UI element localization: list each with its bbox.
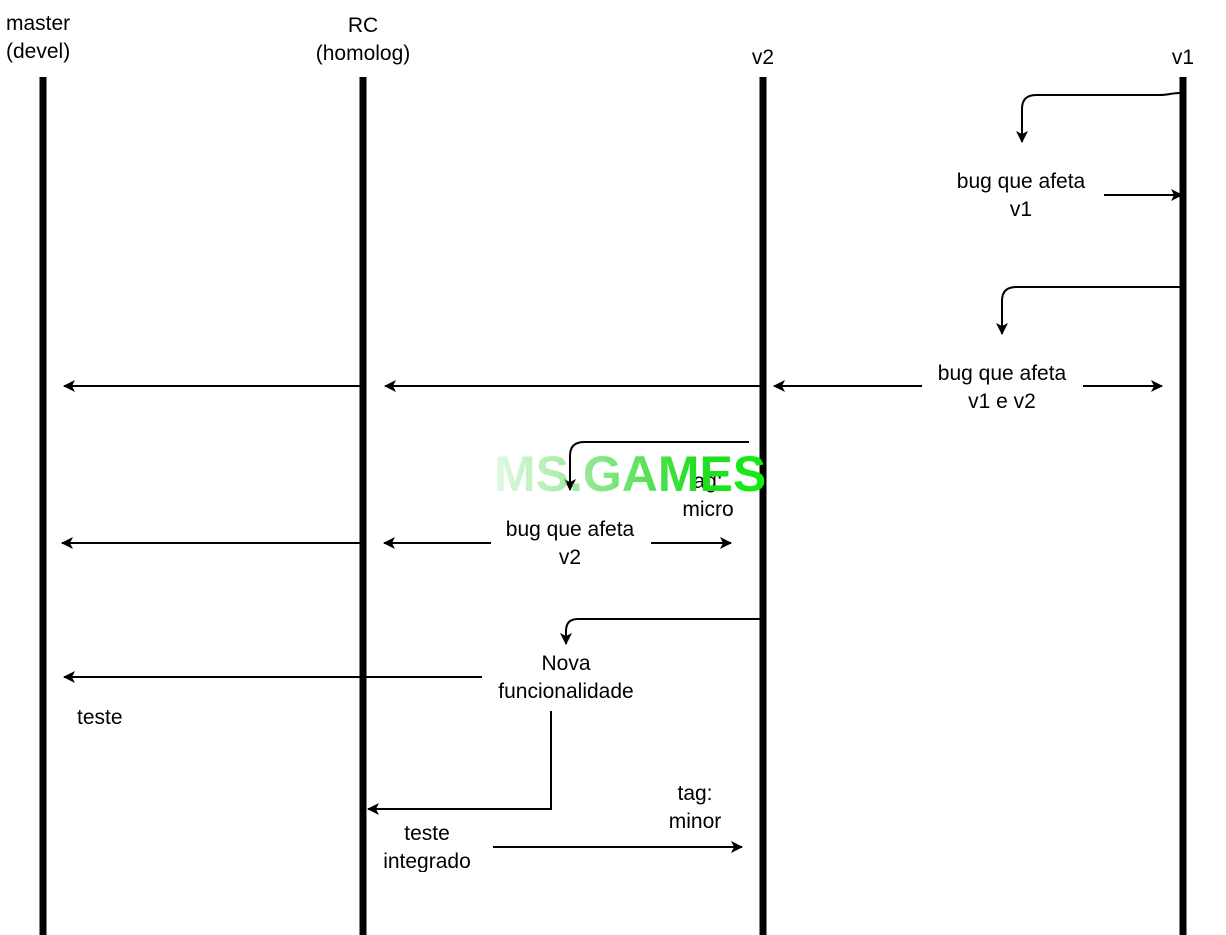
lane-label-master: master (devel) — [6, 12, 71, 63]
note-tag-micro: ag: micro — [682, 470, 734, 521]
note-teste: teste — [77, 706, 123, 729]
branch-arrow-v2-feature — [560, 618, 760, 645]
arrow-feature-to-rc — [367, 711, 552, 815]
box-bug-v2: bug que afeta v2 — [505, 518, 635, 569]
lane-label-rc: RC (homolog) — [315, 14, 411, 65]
box-bug-v1-e-v2: bug que afeta v1 e v2 — [937, 362, 1067, 413]
watermark-logo: MS.GAMES — [494, 446, 767, 502]
branch-arrow-v1-bug-v1v2 — [996, 286, 1180, 335]
note-tag-minor: tag: minor — [668, 782, 722, 833]
branch-arrow-v2-bug — [564, 441, 749, 491]
box-nova-funcionalidade: Nova funcionalidade — [498, 652, 634, 703]
branch-arrow-v1-bug — [1016, 92, 1181, 143]
lane-label-v2: v2 — [751, 46, 775, 69]
note-teste-integrado: teste integrado — [383, 822, 471, 872]
box-bug-v1: bug que afeta v1 — [956, 170, 1086, 221]
lane-label-v1: v1 — [1171, 46, 1195, 69]
